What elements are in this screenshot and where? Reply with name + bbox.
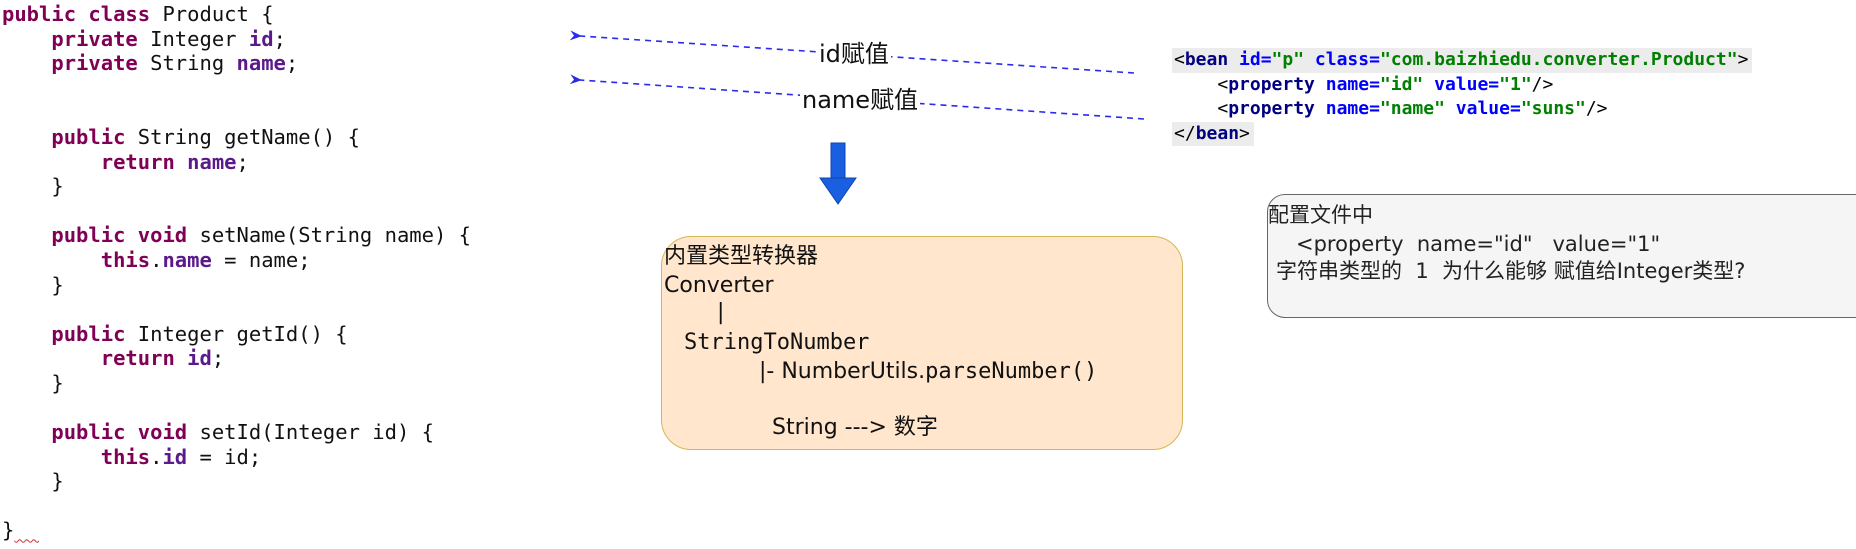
converter-mapping: String ---> 数字 xyxy=(772,415,938,440)
java-code-line: this.id = id; xyxy=(100,444,262,469)
java-code-line: } xyxy=(2,272,64,297)
converter-method-prefix: |- NumberUtils. xyxy=(759,359,926,384)
converter-method-name: parseNumber() xyxy=(925,359,1098,384)
java-code-line: public class Product { xyxy=(2,2,274,26)
converter-box: 内置类型转换器 Converter | StringToNumber |- Nu… xyxy=(661,236,1183,450)
java-code-line: public void setId(Integer id) { xyxy=(51,420,434,445)
xml-bean-config: <bean id="p" class="com.baizhiedu.conver… xyxy=(1172,48,1753,146)
java-product-class-code: public class Product { private Integer i… xyxy=(2,2,471,543)
converter-method: |- NumberUtils.parseNumber() xyxy=(759,358,1097,386)
java-code-line: public void setName(String name) { xyxy=(51,223,472,248)
java-code-line: this.name = name; xyxy=(100,247,311,272)
java-code-line: } xyxy=(2,469,64,494)
question-box: 配置文件中 <property name="id" value="1" 字符串类… xyxy=(1267,194,1856,318)
xml-code-line: <property name="id" value="1"/> xyxy=(1174,73,1554,95)
id-assign-label: id赋值 xyxy=(817,40,891,68)
java-code-line: return name; xyxy=(100,149,249,174)
java-code-line: public Integer getId() { xyxy=(51,321,348,346)
name-assign-label: name赋值 xyxy=(800,86,921,114)
xml-code-line: <property name="name" value="suns"/> xyxy=(1174,98,1608,119)
converter-title: 内置类型转换器 xyxy=(664,244,819,269)
java-code-line: private String name; xyxy=(51,51,299,76)
java-code-line: public String getName() { xyxy=(51,124,360,149)
question-line-1: 配置文件中 xyxy=(1268,203,1373,227)
converter-impl: StringToNumber xyxy=(684,330,870,355)
xml-code-line: </bean> xyxy=(1172,121,1254,146)
java-code-line: } xyxy=(2,518,15,543)
down-arrow xyxy=(819,142,857,205)
java-code-line: return id; xyxy=(100,346,225,371)
java-code-line: private Integer id; xyxy=(51,26,286,51)
xml-code-line: <bean id="p" class="com.baizhiedu.conver… xyxy=(1172,48,1753,73)
question-line-3: 字符串类型的 1 为什么能够 赋值给Integer类型? xyxy=(1276,259,1746,283)
java-code-line: } xyxy=(2,174,64,199)
converter-interface: Converter xyxy=(664,273,774,298)
java-code-line: } xyxy=(2,370,64,395)
converter-pipe: | xyxy=(717,300,725,325)
question-line-2: <property name="id" value="1" xyxy=(1296,232,1661,256)
